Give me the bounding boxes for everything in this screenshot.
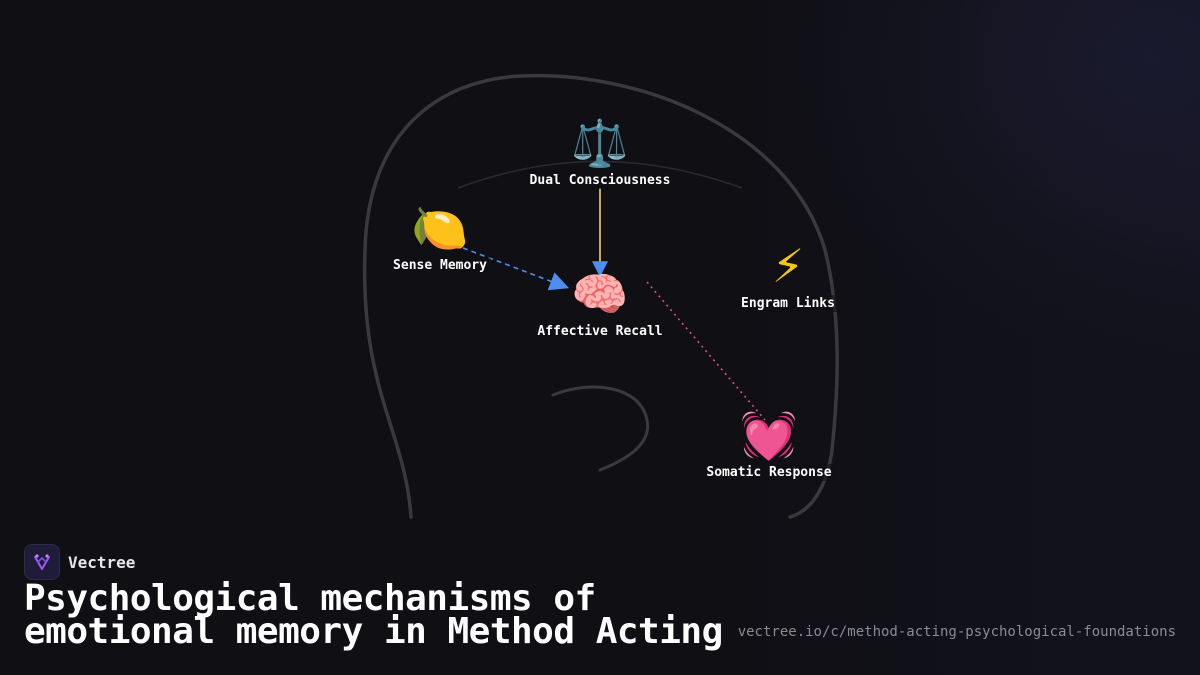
brand-name: Vectree	[68, 552, 136, 572]
head-outline	[362, 73, 839, 519]
ear-outline	[551, 385, 650, 472]
node-affective-recall: 🧠 Affective Recall	[533, 267, 667, 340]
node-dual-consciousness: ⚖️ Dual Consciousness	[525, 116, 675, 189]
vectree-logo-icon	[24, 544, 60, 580]
edge-affective-to-somatic	[646, 281, 766, 421]
brand: Vectree	[24, 544, 135, 580]
brain-icon: 🧠	[571, 267, 629, 321]
node-label: Affective Recall	[533, 323, 667, 340]
brain-arc	[457, 160, 743, 189]
node-sense-memory: 🍋 Sense Memory	[389, 201, 491, 274]
page-title: Psychological mechanisms of emotional me…	[24, 578, 723, 652]
node-label: Sense Memory	[389, 257, 491, 274]
node-label: Somatic Response	[702, 464, 836, 481]
beating-heart-icon: 💓	[740, 408, 798, 462]
lightning-icon: ⚡	[771, 239, 805, 293]
node-engram-links: ⚡ Engram Links	[737, 239, 839, 312]
edge-sense-to-affective	[462, 247, 569, 291]
node-label: Dual Consciousness	[525, 172, 675, 189]
node-label: Engram Links	[737, 295, 839, 312]
scales-icon: ⚖️	[571, 116, 629, 170]
source-url[interactable]: vectree.io/c/method-acting-psychological…	[737, 624, 1176, 640]
node-somatic-response: 💓 Somatic Response	[702, 408, 836, 481]
lemon-icon: 🍋	[411, 201, 469, 255]
